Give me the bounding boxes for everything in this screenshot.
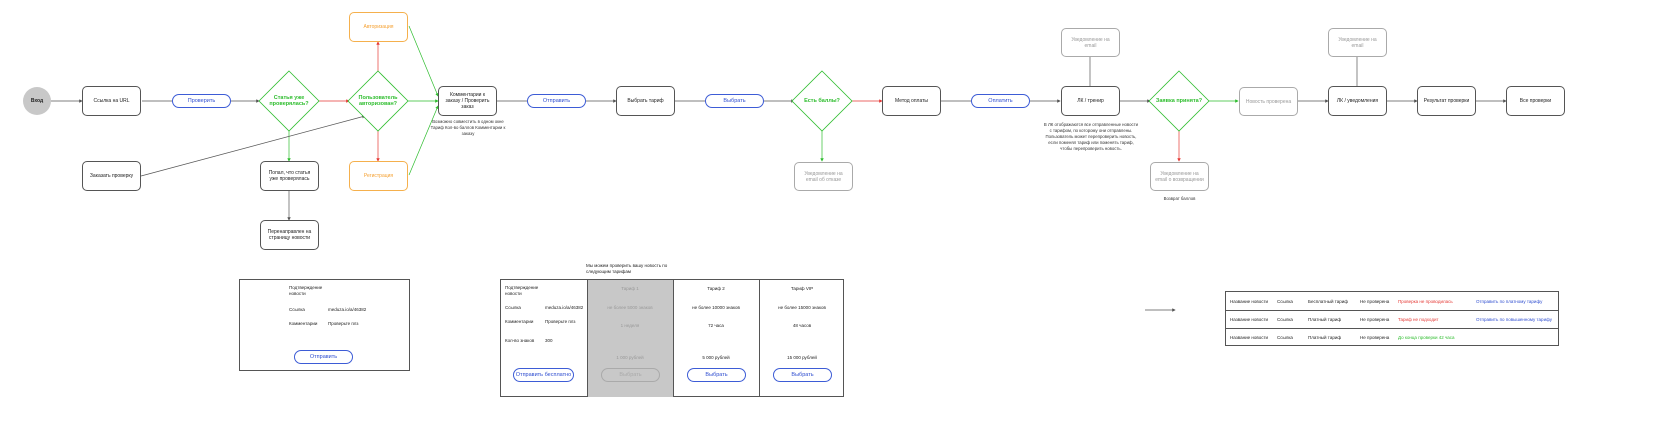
- tariffs-comment-value: Проверьте плз: [545, 319, 576, 324]
- tariff-divider-0: [587, 280, 588, 397]
- tariff-2-limit: не более 10000 знаков: [692, 305, 740, 310]
- edge-authorization-to-order: [408, 25, 439, 97]
- decision-authorized-shape: [347, 70, 409, 132]
- row-2-action[interactable]: Отправить по повышенному тарифу: [1476, 317, 1552, 322]
- check-result-node: Результат проверки: [1417, 86, 1476, 116]
- free-submit-panel: Подтверждение новости Ссылка meduza.io/a…: [239, 279, 410, 371]
- tariffs-link-value: meduza.io/a/46382: [545, 305, 584, 310]
- payment-method-node: Метод оплаты: [882, 86, 941, 116]
- check-button[interactable]: Проверить: [172, 94, 231, 108]
- tariffs-panel-title: Подтверждение новости: [505, 285, 539, 296]
- tariffs-chars-value: 300: [545, 338, 553, 343]
- panel-free-comment-value: Проверьте плз: [328, 321, 359, 326]
- panel-free-link-label: Ссылка: [289, 307, 305, 312]
- decision-points-label: Есть баллы?: [804, 97, 840, 104]
- tariff-1-price: 1 000 рублей: [616, 355, 644, 360]
- row-2-result: Тариф не подходит: [1398, 317, 1439, 322]
- decision-checked-shape: [258, 70, 320, 132]
- order-comment-node: Комментарии к заказу / Проверить заказ: [438, 86, 497, 116]
- tariff-vip-limit: не более 15000 знаков: [778, 305, 826, 310]
- all-checks-node: Все проверки: [1506, 86, 1565, 116]
- tariff-1-limit: не более 5000 знаков: [607, 305, 653, 310]
- row-2-name: Название новости: [1230, 317, 1269, 322]
- row-3-status: Не проверена: [1360, 335, 1390, 340]
- pay-button[interactable]: Оплатить: [971, 94, 1030, 108]
- decision-accepted-shape: [1148, 70, 1210, 132]
- row-2-link[interactable]: Ссылка: [1277, 317, 1293, 322]
- row-1-link[interactable]: Ссылка: [1277, 299, 1293, 304]
- edge-order-to-auth: [140, 115, 366, 177]
- news-checked-node: Новость проверена: [1239, 87, 1298, 116]
- order-check-node: Заказать проверку: [82, 161, 141, 191]
- tariff-divider-1: [673, 280, 674, 397]
- tariff-vip-choose-button[interactable]: Выбрать: [773, 368, 832, 382]
- tariffs-chars-label: Кол-во знаков: [505, 338, 535, 343]
- cabinet-notifications-node: ЛК / уведомления: [1328, 86, 1387, 116]
- send-free-button[interactable]: Отправить бесплатно: [513, 368, 574, 382]
- tariff-1-choose-button: Выбрать: [601, 368, 660, 382]
- notify-email-node-1: Уведомление на email: [1061, 28, 1120, 57]
- tariff-1-time: 1 неделя: [620, 323, 640, 328]
- tariffs-comment-label: Комментарии: [505, 319, 534, 324]
- tariff-1-name: Тариф 1: [621, 286, 639, 291]
- tariff-vip-time: 48 часов: [792, 323, 812, 328]
- start-node: Вход: [23, 87, 51, 115]
- registration-node: Регистрация: [349, 161, 408, 191]
- cabinet-note: В ЛК отображаются все отправленные новос…: [1043, 122, 1139, 151]
- link-url-node: Ссылка на URL: [82, 86, 141, 116]
- row-1-name: Название новости: [1230, 299, 1269, 304]
- decision-accepted-label: Заявка принята?: [1155, 97, 1203, 104]
- authorization-node: Авторизация: [349, 12, 408, 42]
- choose-button[interactable]: Выбрать: [705, 94, 764, 108]
- notify-email-node-2: Уведомление на email: [1328, 28, 1387, 57]
- panel-free-send-button[interactable]: Отправить: [294, 350, 353, 364]
- tariff-divider-2: [759, 280, 760, 397]
- panel-free-link-value: meduza.io/a/46382: [328, 307, 367, 312]
- tariff-2-time: 72 часа: [708, 323, 724, 328]
- cabinet-list-node: ЛК / тренир: [1061, 86, 1120, 116]
- row-2-status: Не проверена: [1360, 317, 1390, 322]
- decision-authorized-label: Пользователь авторизован?: [358, 94, 398, 108]
- row-1-tariff: Бесплатный тариф: [1308, 299, 1348, 304]
- tariffs-header-note: Мы можем проверить вашу новость по следу…: [586, 263, 668, 274]
- results-row-divider-1: [1226, 310, 1559, 311]
- panel-free-comment-label: Комментарии: [289, 321, 318, 326]
- tariff-vip-price: 15 000 рублей: [787, 355, 817, 360]
- row-3-tariff: Платный тариф: [1308, 335, 1342, 340]
- refund-note: Возврат баллов: [1163, 196, 1196, 201]
- row-3-result: До конца проверки 42 часа: [1398, 335, 1455, 340]
- tariffs-link-label: Ссылка: [505, 305, 521, 310]
- row-3-link[interactable]: Ссылка: [1277, 335, 1293, 340]
- notify-rejected-node: Уведомление на email о возвращении: [1150, 162, 1209, 191]
- row-1-result: Проверка не проводилась: [1398, 299, 1453, 304]
- tariff-2-name: Тариф 2: [707, 286, 725, 291]
- order-note: Возможно совместить в одном окне Тариф К…: [430, 119, 506, 136]
- results-row-divider-2: [1226, 328, 1559, 329]
- panel-free-title: Подтверждение новости: [289, 285, 323, 296]
- notify-no-points-node: Уведомление на email об отказе: [794, 162, 853, 191]
- row-2-tariff: Платный тариф: [1308, 317, 1342, 322]
- row-1-action[interactable]: Отправить по платному тарифу: [1476, 299, 1543, 304]
- tariff-2-price: 5 000 рублей: [702, 355, 730, 360]
- tariff-vip-name: Тариф VIP: [790, 286, 814, 291]
- row-3-name: Название новости: [1230, 335, 1269, 340]
- results-table: Название новости Ссылка Бесплатный тариф…: [1225, 291, 1559, 346]
- row-1-status: Не проверена: [1360, 299, 1390, 304]
- decision-points-shape: [791, 70, 853, 132]
- got-checked-node: Попал, что статья уже проверялась: [260, 161, 319, 191]
- edge-registration-to-order: [408, 105, 439, 176]
- send-button[interactable]: Отправить: [527, 94, 586, 108]
- tariff-2-choose-button[interactable]: Выбрать: [687, 368, 746, 382]
- decision-checked-label: Статья уже проверялась?: [269, 94, 309, 108]
- redirect-node: Перенаправлен на страницу новости: [260, 220, 319, 250]
- choose-tariff-node: Выбрать тариф: [616, 86, 675, 116]
- tariffs-panel: Подтверждение новости Ссылка meduza.io/a…: [500, 279, 844, 397]
